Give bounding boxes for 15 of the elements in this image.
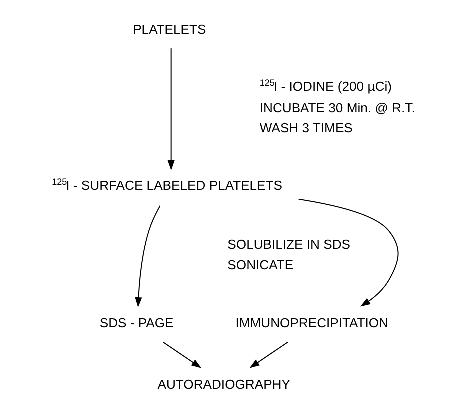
label: $^{125}$I - IODINE (200 µCi) [259,78,392,94]
node-text: PLATELETS [132,22,206,37]
node-text: AUTORADIOGRAPHY [157,377,290,392]
arrow [249,342,288,368]
node-text: SDS - PAGE [99,316,174,331]
label: INCUBATE 30 Min. @ R.T. [259,100,415,116]
label: SONICATE [227,257,294,272]
label: WASH 3 TIMES [259,120,352,136]
arrow [298,198,398,307]
arrow [134,206,160,308]
label: SOLUBILIZE IN SDS [227,237,350,252]
node-text: $^{125}$I - SURFACE LABELED PLATELETS [52,176,282,193]
arrow [167,48,174,171]
node-text: IMMUNOPRECIPITATION [235,316,388,331]
arrow [162,342,202,368]
